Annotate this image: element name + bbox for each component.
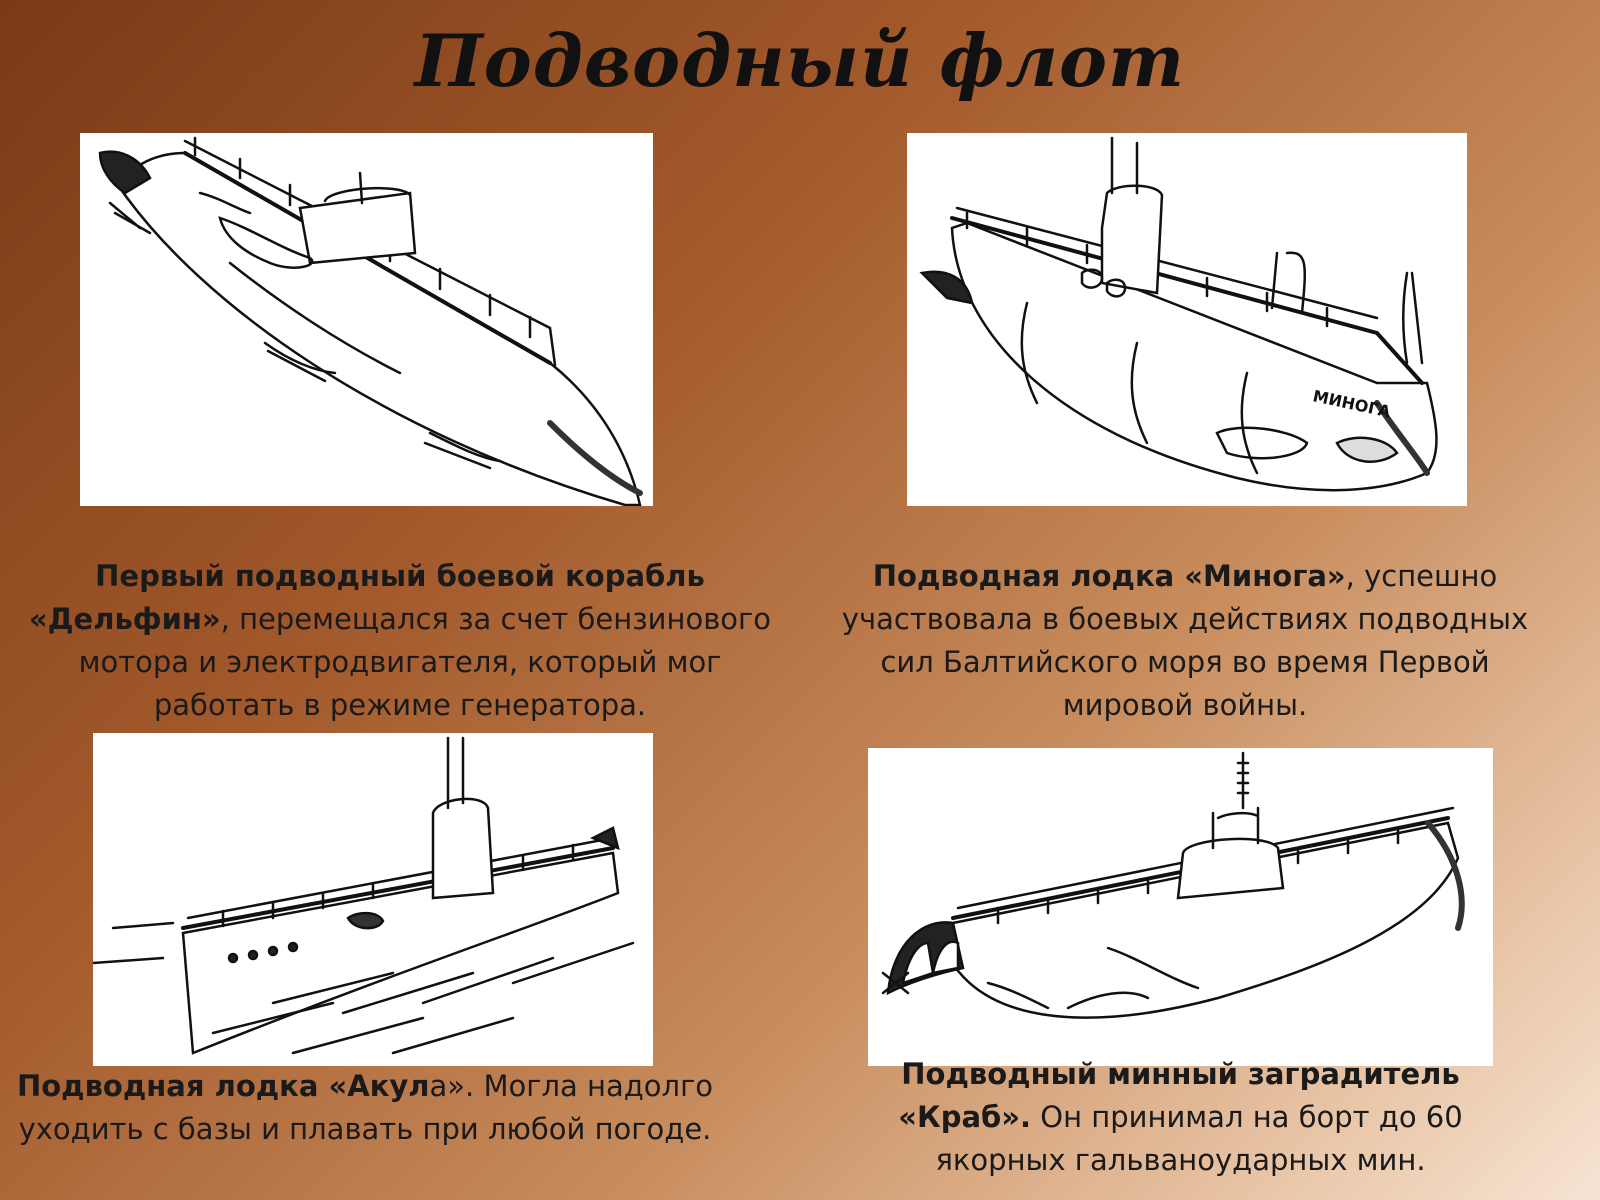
caption-delfin-text: , перемещался за счет бензинового мотора… — [78, 602, 772, 722]
caption-krab: Подводный минный заградитель «Краб». Он … — [868, 1053, 1493, 1182]
submarine-minoga-drawing: МИНОГА — [907, 133, 1467, 506]
caption-akula-title: Подводная лодка «Акул — [16, 1069, 430, 1103]
caption-minoga: Подводная лодка «Минога», успешно участв… — [835, 555, 1535, 727]
caption-krab-text: Он принимал на борт до 60 якорных гальва… — [935, 1100, 1463, 1177]
caption-akula-text: а». Могла надолго уходить с базы и плава… — [18, 1069, 714, 1146]
caption-delfin: Первый подводный боевой корабль «Дельфин… — [15, 555, 785, 727]
submarine-delfin-drawing — [80, 133, 653, 506]
submarine-krab-drawing — [868, 748, 1493, 1066]
caption-delfin-title: Первый подводный боевой корабль «Дельфин… — [28, 559, 705, 636]
caption-minoga-text: , успешно участвовала в боевых действиях… — [841, 559, 1529, 722]
caption-akula: Подводная лодка «Акула». Могла надолго у… — [15, 1065, 715, 1151]
submarine-akula-drawing — [93, 733, 653, 1066]
caption-minoga-title: Подводная лодка «Минога» — [872, 559, 1346, 593]
page-title: Подводный флот — [414, 18, 1186, 103]
caption-krab-title: Подводный минный заградитель «Краб». — [898, 1057, 1460, 1134]
